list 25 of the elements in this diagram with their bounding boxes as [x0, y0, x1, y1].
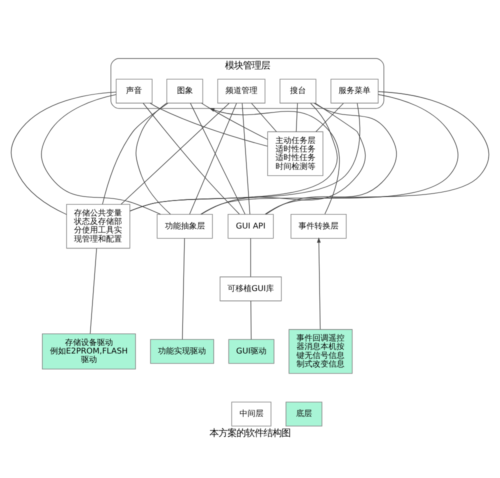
connector [41, 94, 161, 215]
connector [120, 102, 230, 205]
connector [251, 102, 277, 132]
connector [250, 300, 252, 340]
connector [102, 102, 168, 205]
connector [182, 238, 185, 340]
connector [264, 91, 490, 215]
connector [142, 102, 240, 214]
connector [296, 102, 298, 132]
connector [266, 102, 397, 215]
connector [10, 92, 116, 215]
connector [201, 102, 268, 140]
connector [250, 238, 252, 278]
arrow [316, 237, 321, 330]
connector [136, 102, 171, 215]
connector [316, 102, 344, 132]
connector [90, 248, 97, 334]
connector [242, 102, 250, 215]
connector [201, 102, 366, 215]
connector [190, 102, 246, 215]
connector [189, 102, 237, 215]
arrow [209, 108, 340, 214]
connector [200, 94, 458, 215]
caption: 本方案的软件结构图 [210, 428, 291, 440]
connector [150, 102, 268, 147]
